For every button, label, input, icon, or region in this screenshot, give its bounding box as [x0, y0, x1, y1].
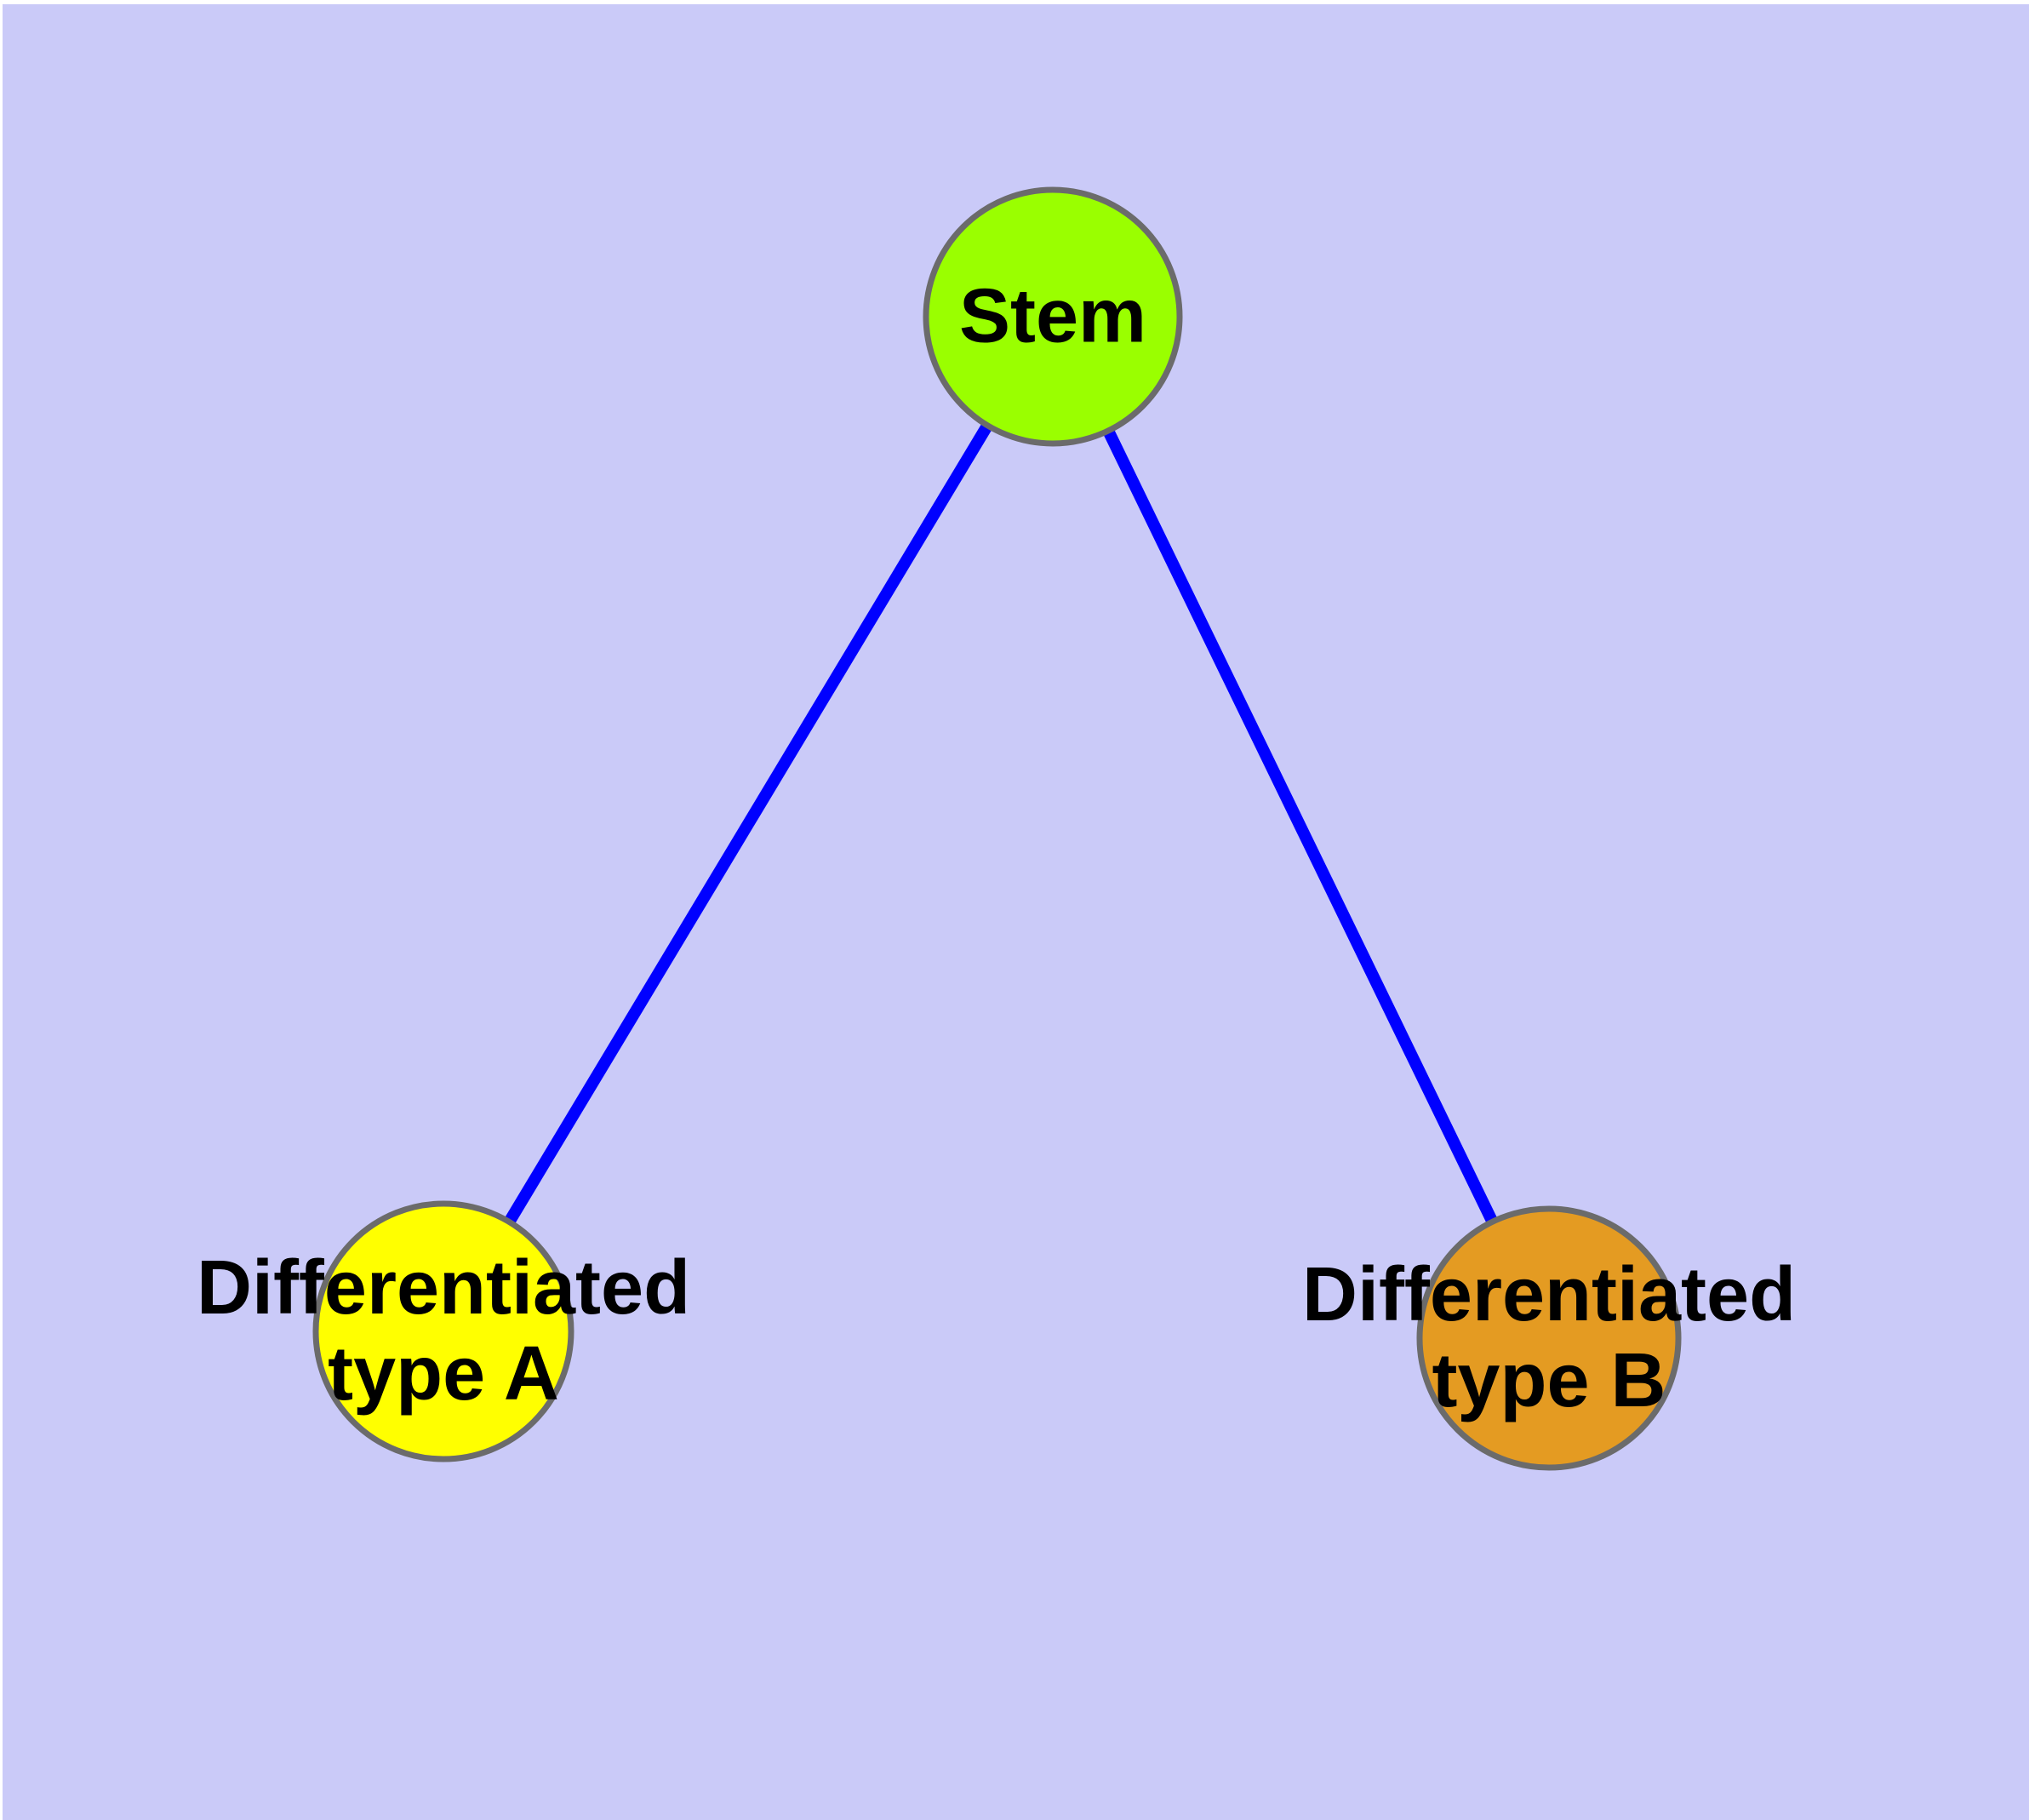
node-circle-stem — [923, 186, 1183, 447]
node-circle-diff-b — [1416, 1205, 1682, 1471]
node-circle-diff-a — [312, 1200, 574, 1462]
edge-stem-to-diff-a — [437, 313, 1059, 1335]
edge-stem-to-diff-b — [1047, 313, 1555, 1342]
